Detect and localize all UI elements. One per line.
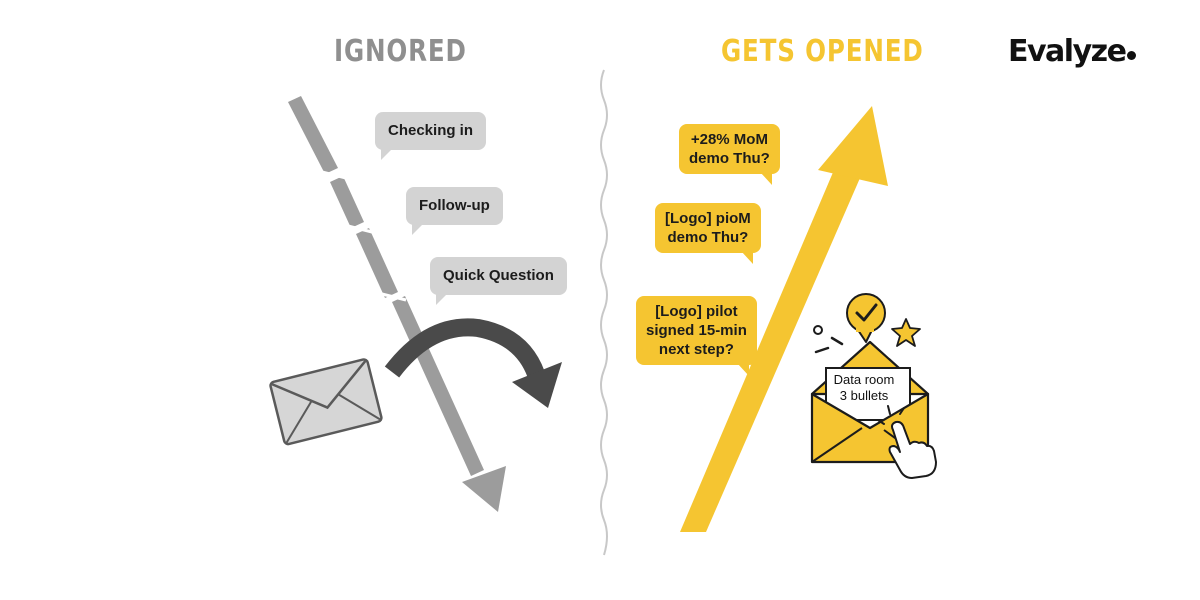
brand-logo: Evalyze xyxy=(1008,34,1137,69)
opened-message-2: [Logo] pioM demo Thu? xyxy=(655,203,761,264)
downward-arrow xyxy=(288,96,506,512)
opened-message-3-line-2: signed 15-min xyxy=(646,322,747,339)
wavy-divider xyxy=(600,69,608,556)
ignored-message-quick-question: Quick Question xyxy=(430,257,567,305)
envelope-card-line-2: 3 bullets xyxy=(839,388,889,403)
envelope-card-line-1: Data room xyxy=(833,372,895,387)
opened-message-3: [Logo] pilot signed 15-min next step? xyxy=(636,296,757,376)
envelope-icon xyxy=(269,358,383,446)
opened-message-2-line-2: demo Thu? xyxy=(667,229,749,246)
ignored-message-follow-up: Follow-up xyxy=(406,187,503,235)
upward-arrow xyxy=(680,106,888,532)
opened-message-3-line-1: [Logo] pilot xyxy=(655,303,738,320)
brand-dot-icon xyxy=(1127,51,1137,60)
ignored-heading: IGNORED xyxy=(334,34,467,69)
opened-message-1-line-1: +28% MoM xyxy=(690,131,768,148)
opened-message-3-line-3: next step? xyxy=(658,341,734,358)
opened-message-1: +28% MoM demo Thu? xyxy=(679,124,780,185)
gets-opened-heading: GETS OPENED xyxy=(721,34,924,69)
opened-message-2-line-1: [Logo] pioM xyxy=(665,210,751,227)
curved-arrow xyxy=(384,318,562,408)
brand-name: Evalyze xyxy=(1008,34,1127,69)
pointing-hand-icon xyxy=(877,405,937,479)
checkmark-bubble-icon xyxy=(846,293,886,343)
opened-message-1-line-2: demo Thu? xyxy=(689,150,770,167)
sparkle-marks xyxy=(813,325,844,354)
envelope-card-text: Data room 3 bullets xyxy=(822,372,906,404)
arrow-break-marks xyxy=(321,170,407,302)
star-icon xyxy=(891,318,921,347)
ignored-message-checking-in: Checking in xyxy=(375,112,487,160)
